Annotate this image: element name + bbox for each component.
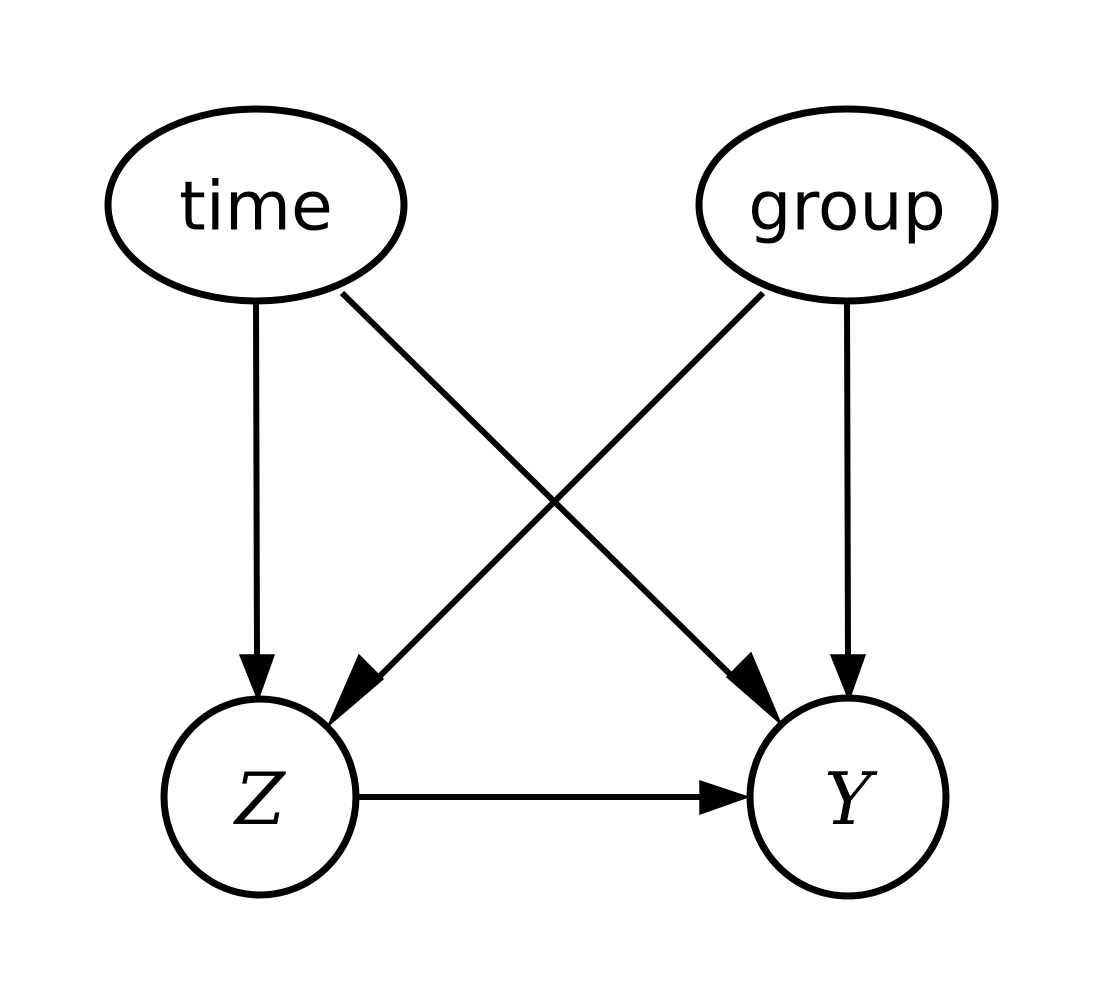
edge-time-to-Z [238,301,276,703]
edge-time-to-Y-line [339,290,747,691]
edge-time-to-Y-arrowhead [725,651,782,725]
node-Z-circle[interactable] [160,695,360,899]
node-group-ellipse[interactable] [695,105,999,305]
edge-group-to-Y-line [844,301,851,661]
edge-time-to-Z-line [253,301,260,661]
edge-time-to-Z-arrowhead [238,654,276,703]
edge-Z-to-Y-arrowhead [699,779,751,816]
edge-group-to-Z-line [363,290,766,693]
edge-Z-to-Y [357,779,751,816]
node-time-label: time [179,168,333,247]
node-group[interactable]: group [695,105,999,305]
node-Z-label: Z [233,757,287,841]
node-time-ellipse[interactable] [104,105,408,305]
node-Y-circle[interactable] [746,694,950,900]
edge-time-to-Y [339,290,782,725]
node-group-label: group [748,168,946,247]
node-Y[interactable]: Y [746,694,950,900]
edge-group-to-Z-arrowhead [327,653,385,727]
edge-group-to-Y-arrowhead [829,654,867,703]
node-Y-label: Y [824,757,878,841]
node-Z[interactable]: Z [160,695,360,899]
edge-group-to-Z [327,290,766,727]
node-time[interactable]: time [104,105,408,305]
edge-group-to-Y [829,301,867,703]
